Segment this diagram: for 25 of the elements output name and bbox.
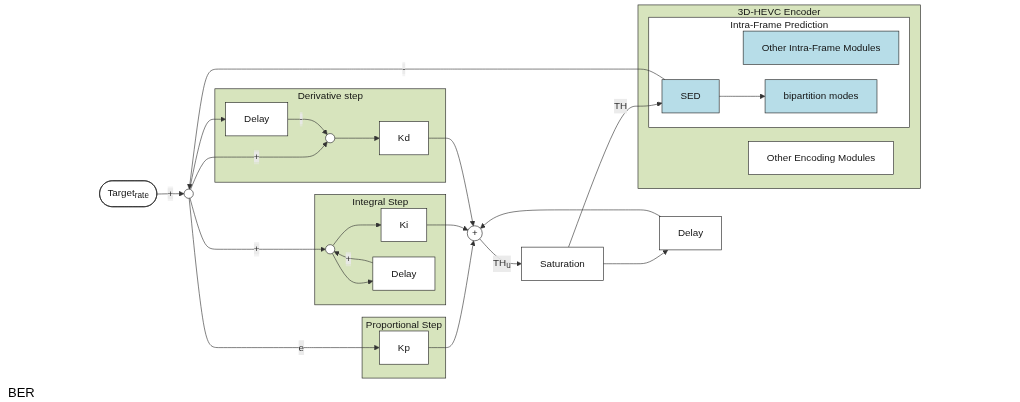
- node-circle: [183, 188, 194, 199]
- node-box: Delay: [372, 256, 436, 291]
- node-box: Kd: [379, 121, 429, 156]
- node-box: Other Encoding Modules: [748, 141, 894, 175]
- edge-label: TH: [614, 100, 628, 112]
- node-box: bipartition modes: [764, 79, 878, 114]
- node-box: SED: [661, 79, 720, 114]
- signal-label: BER: [8, 385, 35, 400]
- edge-label: TH$_{u}$: [493, 257, 511, 271]
- edge-label: e: [298, 342, 304, 353]
- node-box: Delay: [659, 216, 722, 251]
- edge-label: +: [253, 151, 260, 163]
- node-circle: [325, 244, 336, 255]
- edge-label: -: [402, 63, 406, 75]
- edge-label: +: [253, 243, 260, 255]
- node-box: Kp: [379, 330, 429, 365]
- node-box: Saturation: [521, 246, 604, 281]
- edge-label: +: [345, 253, 352, 265]
- node-box: Other Intra-Frame Modules: [742, 30, 900, 65]
- node-box: Ki: [380, 208, 428, 242]
- edge-label: +: [167, 188, 174, 199]
- node-circle: [325, 133, 336, 144]
- node-circle: +: [466, 225, 483, 242]
- edge-label: -: [299, 113, 303, 125]
- node-box: Delay: [225, 102, 289, 137]
